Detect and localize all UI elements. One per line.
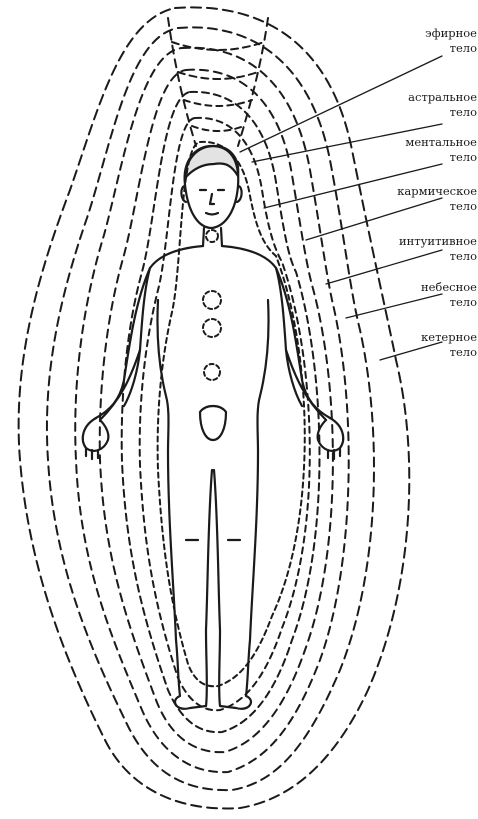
face-nose	[210, 194, 214, 204]
torso-left	[124, 246, 203, 452]
groin	[200, 406, 226, 440]
chakra-heart	[203, 291, 221, 309]
label-celestial: небесное тело	[367, 280, 477, 310]
label-mental: ментальное тело	[367, 135, 477, 165]
label-keter-line2: тело	[367, 345, 477, 360]
label-astral-line1: астральное	[367, 90, 477, 105]
label-etheric: эфирное тело	[367, 26, 477, 56]
label-celestial-line1: небесное	[367, 280, 477, 295]
face-mouth	[206, 213, 218, 215]
label-celestial-line2: тело	[367, 295, 477, 310]
hand-right	[318, 418, 344, 459]
label-karmic-line2: тело	[367, 199, 477, 214]
label-intuitive-line2: тело	[367, 249, 477, 264]
label-karmic-line1: кармическое	[367, 184, 477, 199]
label-karmic: кармическое тело	[367, 184, 477, 214]
chakra-points	[203, 230, 221, 380]
keter-body-contour	[19, 7, 410, 808]
label-mental-line1: ментальное	[367, 135, 477, 150]
karmic-body-contour	[100, 70, 333, 752]
chakra-solar	[203, 319, 221, 337]
label-astral-line2: тело	[367, 105, 477, 120]
crown-funnel-ring-3	[184, 100, 252, 106]
astral-body-contour	[140, 118, 310, 710]
label-keter-line1: кетерное	[367, 330, 477, 345]
label-intuitive-line1: интуитивное	[367, 234, 477, 249]
label-etheric-line2: тело	[367, 41, 477, 56]
hand-left	[83, 418, 109, 459]
label-etheric-line1: эфирное	[367, 26, 477, 41]
torso-right	[222, 246, 302, 452]
label-intuitive: интуитивное тело	[367, 234, 477, 264]
label-keter: кетерное тело	[367, 330, 477, 360]
chakra-throat	[206, 230, 218, 242]
label-mental-line2: тело	[367, 150, 477, 165]
chakra-sacral	[204, 364, 220, 380]
leg-right	[214, 452, 258, 709]
label-astral: астральное тело	[367, 90, 477, 120]
crown-funnel-ring-4	[192, 126, 244, 131]
